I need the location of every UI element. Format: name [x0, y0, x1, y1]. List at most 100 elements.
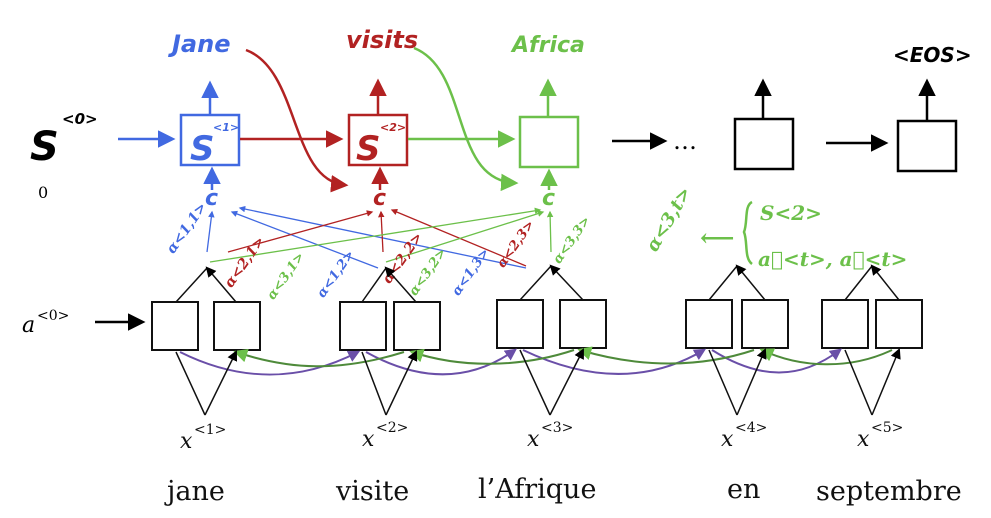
- encoder-merge-2: [361, 268, 417, 303]
- backward-link-3-2: [409, 348, 575, 365]
- a0-label: a: [22, 313, 35, 338]
- input-word-4: en: [727, 474, 760, 505]
- forward-link-1-2: [179, 350, 361, 376]
- input-arrows-2: [361, 352, 416, 416]
- backward-recurrence: [233, 346, 893, 368]
- encoder-merge-5: [844, 266, 900, 301]
- a0-superscript: <0>: [37, 308, 69, 324]
- encoder-cells: [151, 299, 923, 351]
- attention-lines-red: [227, 209, 527, 267]
- context-3: c: [542, 186, 555, 211]
- input-sup-2: <2>: [376, 420, 408, 436]
- input-word-5: septembre: [816, 476, 962, 507]
- alpha-3-3: α<3,3>: [550, 214, 593, 267]
- input-arrows-3: [519, 350, 583, 416]
- attn-line-1-1: [206, 210, 215, 253]
- s0-init-value: 0: [38, 183, 48, 202]
- encoder-forward-cell-3: [496, 299, 544, 349]
- attention-lines-blue: [206, 205, 527, 269]
- input-sup-5: <5>: [871, 420, 903, 436]
- feedback-arrow-visits: [413, 46, 519, 192]
- attn-line-2-2: [378, 210, 385, 253]
- encoder-backward-cell-2: [393, 301, 441, 351]
- decoder-state-box-1: [179, 113, 241, 167]
- decoder-state-box-2: [347, 113, 409, 167]
- forward-link-2-3: [365, 348, 517, 376]
- state-label-2: S: [356, 129, 381, 169]
- alpha-3-1: α<3,1>: [264, 250, 307, 303]
- state-label-1: S: [190, 129, 215, 169]
- ellipsis: …: [673, 127, 697, 155]
- forward-link-4-5: [711, 348, 842, 374]
- input-x-4: x: [721, 427, 734, 452]
- decoder-step-1: Jane S <1> c: [168, 30, 344, 211]
- state-superscript-1: <1>: [213, 121, 239, 134]
- encoder-forward-cell-1: [151, 301, 199, 351]
- s0-label: S: [30, 124, 59, 170]
- alpha-1-1: α<1,1>: [164, 200, 211, 257]
- encoder-backward-cell-4: [741, 299, 789, 349]
- input-labels: x <1> x <2> x <3> x <4> x <5>: [180, 420, 903, 454]
- annotation-a-terms: a⃗<t>, a⃖<t>: [758, 247, 907, 271]
- input-word-2: visite: [335, 476, 409, 507]
- attn-line-3-2: [385, 210, 545, 263]
- input-x-1: x: [180, 429, 193, 454]
- encoder-backward-cell-3: [559, 299, 607, 349]
- encoder-forward-cell-5: [821, 299, 869, 349]
- input-sup-1: <1>: [194, 422, 226, 438]
- input-arrows-1: [175, 352, 236, 416]
- input-x-2: x: [362, 427, 375, 452]
- input-arrows: [175, 350, 899, 416]
- encoder-backward-cell-5: [875, 299, 923, 349]
- attn-line-3-1: [209, 207, 542, 263]
- input-words: jane visite l’Afrique en septembre: [164, 474, 962, 507]
- attention-labels: α<1,1> α<2,1> α<3,1> α<1,2> α<2,2> α<3,2…: [164, 200, 594, 303]
- attn-line-1-2: [230, 210, 379, 269]
- input-word-3: l’Afrique: [478, 474, 596, 505]
- decoder-state-box-5: [896, 119, 958, 173]
- encoder-backward-cell-1: [213, 301, 261, 351]
- forward-link-3-4: [522, 348, 707, 375]
- output-word-3: Africa: [510, 33, 585, 58]
- encoder-merge-1: [175, 268, 237, 303]
- attention-lines-green: [209, 207, 554, 263]
- annotation-alpha: α<3,t>: [642, 183, 696, 255]
- encoder-merge-3: [519, 266, 584, 301]
- decoder-tail: … <EOS>: [612, 43, 972, 173]
- decoder-step-2: visits S <2> c: [245, 26, 516, 211]
- output-word-1: Jane: [168, 30, 231, 58]
- encoder-merge-4: [708, 266, 766, 301]
- backward-link-2-1: [233, 348, 405, 368]
- input-sup-3: <3>: [541, 420, 573, 436]
- decoder-state-box-3: [518, 115, 580, 169]
- context-1: c: [205, 186, 218, 211]
- annotation-brace: [742, 200, 753, 265]
- s0-superscript: <0>: [62, 110, 98, 128]
- input-x-3: x: [527, 427, 540, 452]
- decoder-state-box-4: [733, 117, 795, 171]
- encoder-initial: a <0>: [22, 308, 146, 338]
- alpha-2-1: α<2,1>: [222, 234, 269, 291]
- forward-recurrence: [179, 348, 842, 376]
- annotation-arrow: ⟵: [700, 223, 734, 252]
- context-2: c: [373, 186, 386, 211]
- output-word-2: visits: [346, 26, 418, 54]
- encoder-output-arrows: [175, 266, 900, 303]
- attention-inputs-annotation: α<3,t> ⟵ S<2> a⃗<t>, a⃖<t>: [642, 183, 907, 271]
- encoder-forward-cell-2: [339, 301, 387, 351]
- attn-line-2-1: [227, 210, 374, 253]
- output-word-5: <EOS>: [893, 43, 972, 67]
- input-sup-4: <4>: [735, 420, 767, 436]
- input-word-1: jane: [164, 476, 225, 507]
- state-superscript-2: <2>: [380, 121, 406, 134]
- input-arrows-5: [844, 350, 899, 416]
- input-x-5: x: [857, 427, 870, 452]
- decoder-step-3: Africa c: [413, 33, 585, 211]
- alpha-1-2: α<1,2>: [314, 248, 357, 301]
- attn-line-2-3: [390, 209, 527, 267]
- annotation-s-term: S<2>: [760, 201, 822, 225]
- feedback-arrow-jane: [245, 48, 349, 193]
- input-arrows-4: [708, 350, 765, 416]
- decoder-initial-state: S <0> 0: [30, 110, 176, 202]
- attn-line-3-3: [546, 210, 554, 253]
